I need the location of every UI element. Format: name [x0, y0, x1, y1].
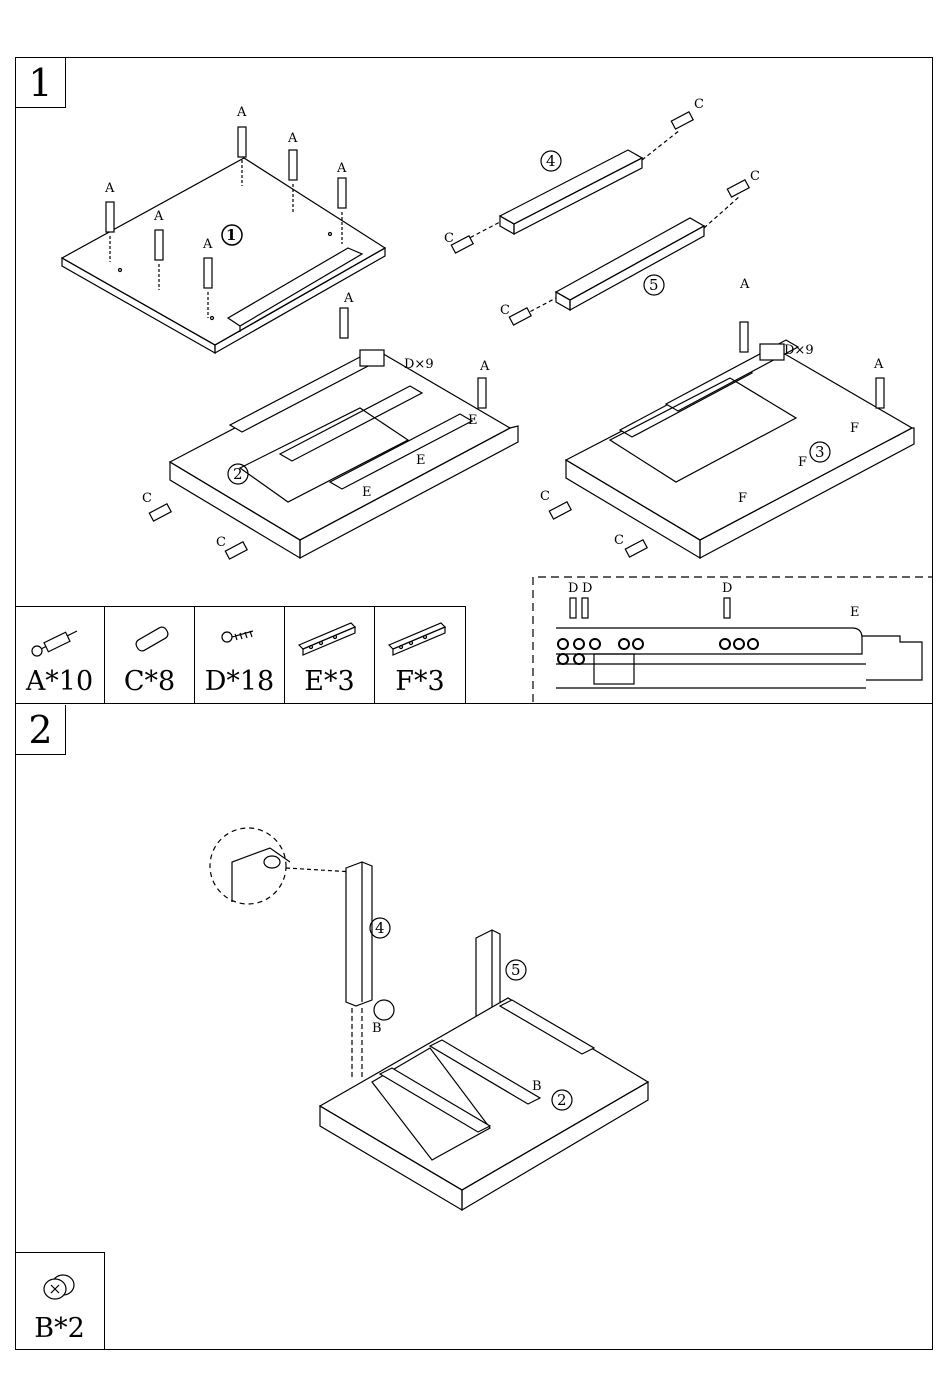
rail-f-icon — [385, 613, 455, 663]
label-b: B — [532, 1079, 542, 1094]
callout-frame-2: 2 — [233, 465, 243, 483]
part-b: B*2 — [15, 1252, 105, 1350]
label-f: F — [738, 491, 747, 506]
label-c: C — [694, 97, 704, 112]
part-e: E*3 — [285, 607, 375, 703]
label-a: A — [739, 277, 750, 292]
label-a: A — [153, 209, 164, 224]
step2-assembly — [210, 828, 648, 1210]
frame-2 — [170, 350, 518, 558]
callout-leg-5: 5 — [649, 276, 659, 294]
label-c: C — [444, 231, 454, 246]
part-a: A*10 — [15, 607, 105, 703]
label-c: C — [540, 489, 550, 504]
label-d-x9: D×9 — [784, 343, 814, 358]
label-b: B — [372, 1021, 382, 1036]
label-a: A — [287, 131, 298, 146]
cam-lock-icon — [15, 1261, 105, 1311]
label-d: D — [568, 581, 578, 596]
label-e: E — [362, 485, 372, 500]
callout-frame-2-step2: 2 — [557, 1091, 567, 1109]
cam-bolt-icon — [25, 613, 95, 663]
rail-e-icon — [295, 613, 365, 663]
label-a: A — [104, 181, 115, 196]
label-a: A — [873, 357, 884, 372]
label-a: A — [343, 291, 354, 306]
part-c: C*8 — [105, 607, 195, 703]
label-d: D — [582, 581, 592, 596]
label-a: A — [236, 105, 247, 120]
label-a: A — [336, 161, 347, 176]
label-c: C — [614, 533, 624, 548]
dowel-icon — [115, 613, 185, 663]
label-e: E — [850, 605, 860, 620]
label-a: A — [202, 237, 213, 252]
callout-leg-4: 4 — [546, 152, 556, 170]
leg-4 — [451, 112, 693, 253]
part-d: D*18 — [195, 607, 285, 703]
label-d: D — [722, 581, 732, 596]
callout-leg-5-step2: 5 — [511, 961, 521, 979]
label-c: C — [500, 303, 510, 318]
label-e: E — [416, 453, 426, 468]
label-d-x9: D×9 — [404, 357, 434, 372]
label-f: F — [850, 421, 859, 436]
callout-leg-4-step2: 4 — [375, 919, 385, 937]
screw-icon — [205, 613, 275, 663]
label-c: C — [216, 535, 226, 550]
callout-frame-3: 3 — [815, 443, 825, 461]
parts-list-step1: A*10 C*8 D*18 E*3 F*3 — [15, 606, 466, 704]
label-e: E — [468, 413, 478, 428]
part-f: F*3 — [375, 607, 465, 703]
callout-panel-1: 1 — [226, 226, 236, 244]
label-c: C — [750, 169, 760, 184]
frame-3 — [566, 322, 914, 558]
label-c: C — [142, 491, 152, 506]
detail-inset — [533, 577, 933, 702]
label-a: A — [479, 359, 490, 374]
label-f: F — [798, 455, 807, 470]
